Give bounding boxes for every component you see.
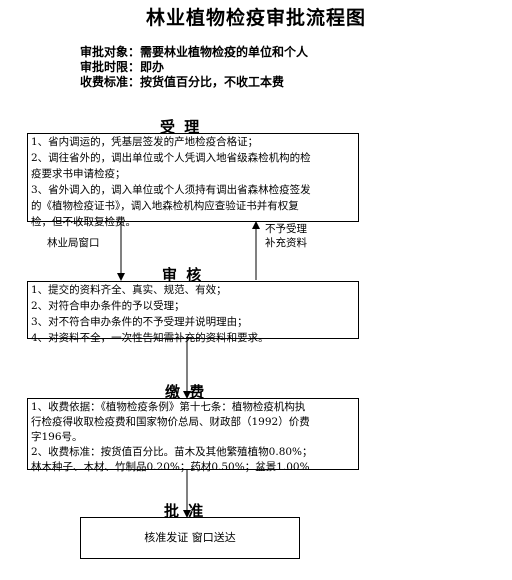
fee-standard: 收费标准：按货值百分比，不收工本费 <box>80 75 285 89</box>
side-label-reject-2: 补充资料 <box>265 237 307 249</box>
stage-label-review: 审 核 <box>162 266 204 284</box>
review-line: 1、提交的资料齐全、真实、规范、有效； <box>31 284 227 296</box>
accept-line: 1、省内调运的，凭基层签发的产地检疫合格证； <box>31 136 259 148</box>
accept-line: 检，但不收取复检费。 <box>31 216 136 228</box>
fee-line: 行检疫得收取检疫费和国家物价总局、财政部（1992）价费 <box>31 416 310 428</box>
stage-label-fee: 缴 费 <box>165 383 207 401</box>
review-line: 4、对资料不全，一次性告知需补充的资料和要求。 <box>31 332 269 344</box>
page-title: 林业植物检疫审批流程图 <box>145 7 366 29</box>
accept-line: 2、调往省外的，调出单位或个人凭调入地省级森检机构的检 <box>31 152 311 164</box>
review-box: 1、提交的资料齐全、真实、规范、有效； 2、对符合申办条件的予以受理； 3、对不… <box>27 281 359 344</box>
review-line: 3、对不符合申办条件的不予受理并说明理由； <box>31 316 248 328</box>
fee-line: 2、收费标准：按货值百分比。苗木及其他繁殖植物0.80%； <box>31 446 313 458</box>
review-line: 2、对符合申办条件的予以受理； <box>31 300 185 312</box>
stage-label-accept: 受 理 <box>160 118 202 136</box>
approval-object: 审批对象：需要林业植物检疫的单位和个人 <box>80 45 309 59</box>
fee-box: 1、收费依据：《植物检疫条例》第十七条：植物检疫机构执 行检疫得收取检疫费和国家… <box>27 398 359 473</box>
fee-line: 字196号。 <box>31 431 83 443</box>
approve-text: 核准发证 窗口送达 <box>144 531 236 544</box>
approval-time: 审批时限：即办 <box>80 60 165 74</box>
fee-line: 林木种子、木材、竹制品0.20%；药材0.50%；盆景1.00% <box>31 461 310 473</box>
accept-line: 3、省外调入的，调入单位或个人须持有调出省森林检疫签发 <box>31 184 311 196</box>
accept-line: 的《植物检疫证书》，调入地森检机构应查验证书并有权复 <box>31 200 299 212</box>
stage-label-approve: 批 准 <box>164 502 206 520</box>
approve-box: 核准发证 窗口送达 <box>80 517 300 559</box>
side-label-window: 林业局窗口 <box>47 237 100 249</box>
accept-line: 疫要求书申请检疫； <box>31 168 126 180</box>
accept-box: 1、省内调运的，凭基层签发的产地检疫合格证； 2、调往省外的，调出单位或个人凭调… <box>27 133 359 228</box>
side-label-reject-1: 不予受理 <box>265 223 307 235</box>
fee-line: 1、收费依据：《植物检疫条例》第十七条：植物检疫机构执 <box>31 401 306 413</box>
